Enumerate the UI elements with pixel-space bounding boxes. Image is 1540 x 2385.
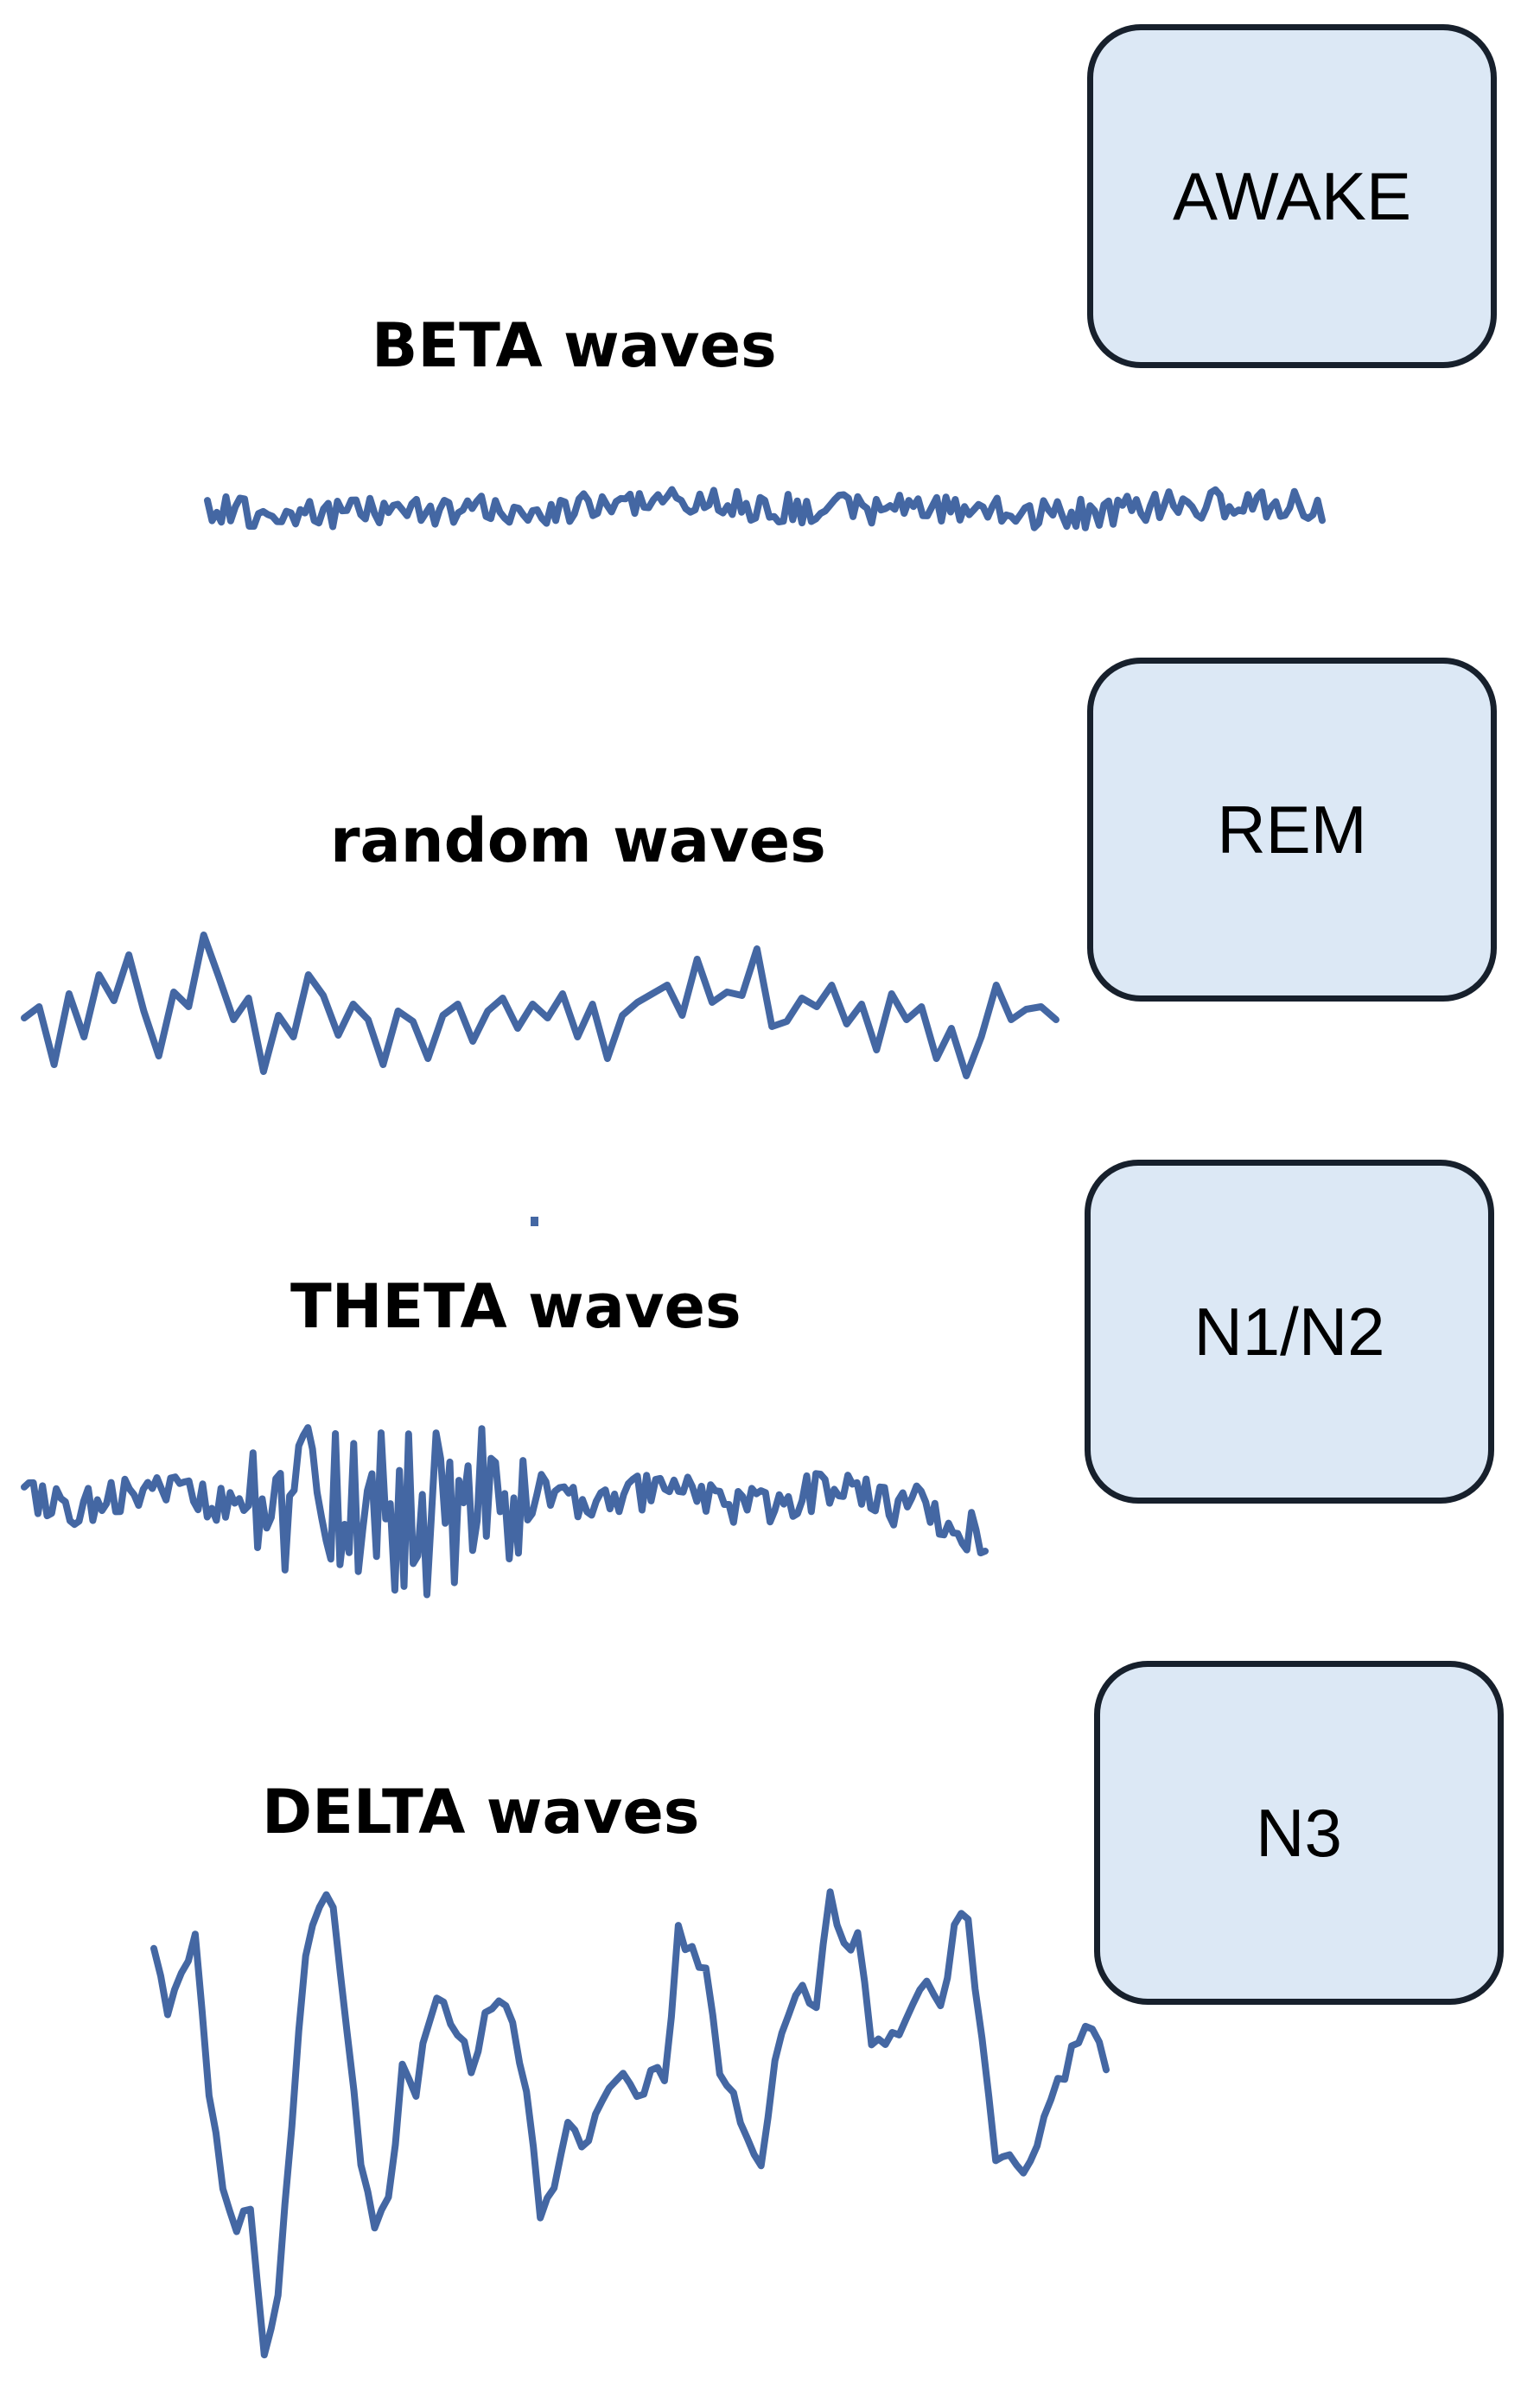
delta-wave-label: DELTA waves (262, 1777, 700, 1848)
stage-box-rem: REM (1087, 658, 1497, 1002)
stage-label-rem: REM (1217, 792, 1367, 868)
random-wave-trace (21, 932, 1060, 1079)
stage-label-awake: AWAKE (1173, 158, 1411, 234)
stage-box-n1n2: N1/N2 (1085, 1160, 1494, 1504)
random-wave-label: random waves (330, 805, 826, 876)
delta-wave-trace (150, 1888, 1110, 2359)
theta-wave-trace (21, 1424, 989, 1599)
theta-wave-label: THETA waves (290, 1271, 741, 1342)
stage-label-n3: N3 (1256, 1795, 1342, 1871)
beta-wave-label: BETA waves (372, 310, 777, 381)
stage-box-n3: N3 (1094, 1661, 1504, 2005)
beta-wave-trace (204, 486, 1326, 531)
stray-mark (531, 1217, 538, 1226)
stage-box-awake: AWAKE (1087, 24, 1497, 368)
stage-label-n1n2: N1/N2 (1193, 1294, 1385, 1370)
